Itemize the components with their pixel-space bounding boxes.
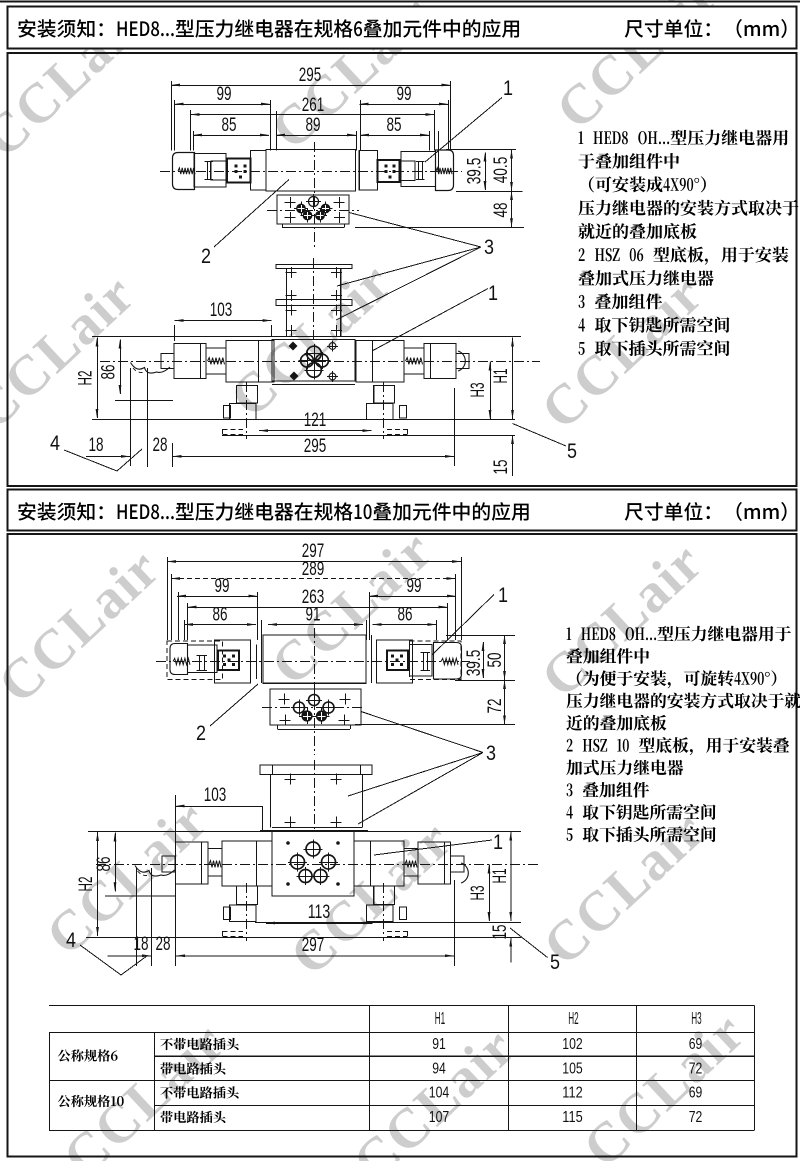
- svg-text:1: 1: [503, 77, 513, 100]
- svg-text:69: 69: [689, 1036, 703, 1053]
- svg-text:103: 103: [210, 300, 233, 321]
- svg-text:102: 102: [562, 1036, 582, 1053]
- svg-text:H3: H3: [468, 383, 489, 398]
- svg-text:4: 4: [66, 929, 76, 952]
- svg-text:105: 105: [562, 1061, 582, 1078]
- svg-text:261: 261: [302, 95, 325, 116]
- svg-text:99: 99: [397, 84, 412, 105]
- svg-text:86: 86: [213, 605, 228, 626]
- svg-text:86: 86: [94, 857, 115, 872]
- svg-text:39.5: 39.5: [465, 158, 486, 185]
- svg-text:103: 103: [204, 785, 227, 806]
- svg-text:86: 86: [99, 365, 120, 380]
- svg-text:91: 91: [432, 1036, 446, 1053]
- svg-text:99: 99: [217, 84, 232, 105]
- svg-text:1: 1: [493, 831, 503, 854]
- svg-text:50: 50: [485, 653, 506, 668]
- svg-text:H1: H1: [435, 1008, 445, 1028]
- svg-text:48: 48: [491, 203, 512, 218]
- svg-text:5: 5: [567, 440, 577, 463]
- svg-text:18: 18: [134, 934, 149, 955]
- svg-text:112: 112: [562, 1085, 582, 1102]
- svg-text:91: 91: [306, 605, 321, 626]
- svg-text:69: 69: [689, 1085, 703, 1102]
- svg-text:107: 107: [429, 1109, 449, 1126]
- svg-text:28: 28: [153, 435, 168, 456]
- svg-text:18: 18: [89, 435, 104, 456]
- svg-text:4: 4: [50, 432, 60, 455]
- svg-text:39.5: 39.5: [464, 650, 485, 677]
- svg-text:297: 297: [302, 541, 325, 562]
- svg-text:3: 3: [484, 236, 494, 259]
- svg-text:H1: H1: [491, 369, 512, 384]
- svg-text:99: 99: [407, 576, 422, 597]
- svg-text:263: 263: [302, 587, 325, 608]
- svg-text:2: 2: [201, 245, 211, 268]
- svg-text:89: 89: [306, 115, 321, 136]
- svg-text:15: 15: [491, 460, 512, 475]
- svg-text:72: 72: [485, 699, 506, 714]
- svg-text:15: 15: [490, 925, 511, 940]
- svg-text:H2: H2: [568, 1008, 578, 1028]
- svg-text:115: 115: [562, 1109, 582, 1126]
- svg-text:1: 1: [498, 584, 508, 607]
- svg-text:H2: H2: [76, 877, 97, 892]
- svg-text:1: 1: [488, 282, 498, 305]
- svg-text:295: 295: [304, 436, 327, 457]
- svg-text:72: 72: [689, 1061, 703, 1078]
- svg-text:104: 104: [429, 1085, 450, 1102]
- svg-text:289: 289: [302, 559, 325, 580]
- svg-text:85: 85: [222, 115, 237, 136]
- svg-text:3: 3: [486, 742, 496, 765]
- svg-text:H3: H3: [468, 886, 489, 901]
- svg-text:72: 72: [689, 1109, 703, 1126]
- svg-text:86: 86: [398, 605, 413, 626]
- svg-text:5: 5: [550, 951, 560, 974]
- svg-text:H3: H3: [691, 1008, 701, 1028]
- svg-text:H2: H2: [76, 371, 97, 386]
- svg-text:297: 297: [302, 935, 325, 956]
- svg-text:295: 295: [299, 65, 322, 86]
- svg-text:40.5: 40.5: [491, 157, 512, 184]
- svg-text:H1: H1: [490, 869, 511, 884]
- svg-text:85: 85: [387, 115, 402, 136]
- svg-text:2: 2: [196, 722, 206, 745]
- svg-text:28: 28: [156, 934, 171, 955]
- svg-text:121: 121: [304, 410, 327, 431]
- svg-text:94: 94: [432, 1061, 446, 1078]
- svg-text:99: 99: [215, 576, 230, 597]
- svg-text:113: 113: [308, 902, 331, 923]
